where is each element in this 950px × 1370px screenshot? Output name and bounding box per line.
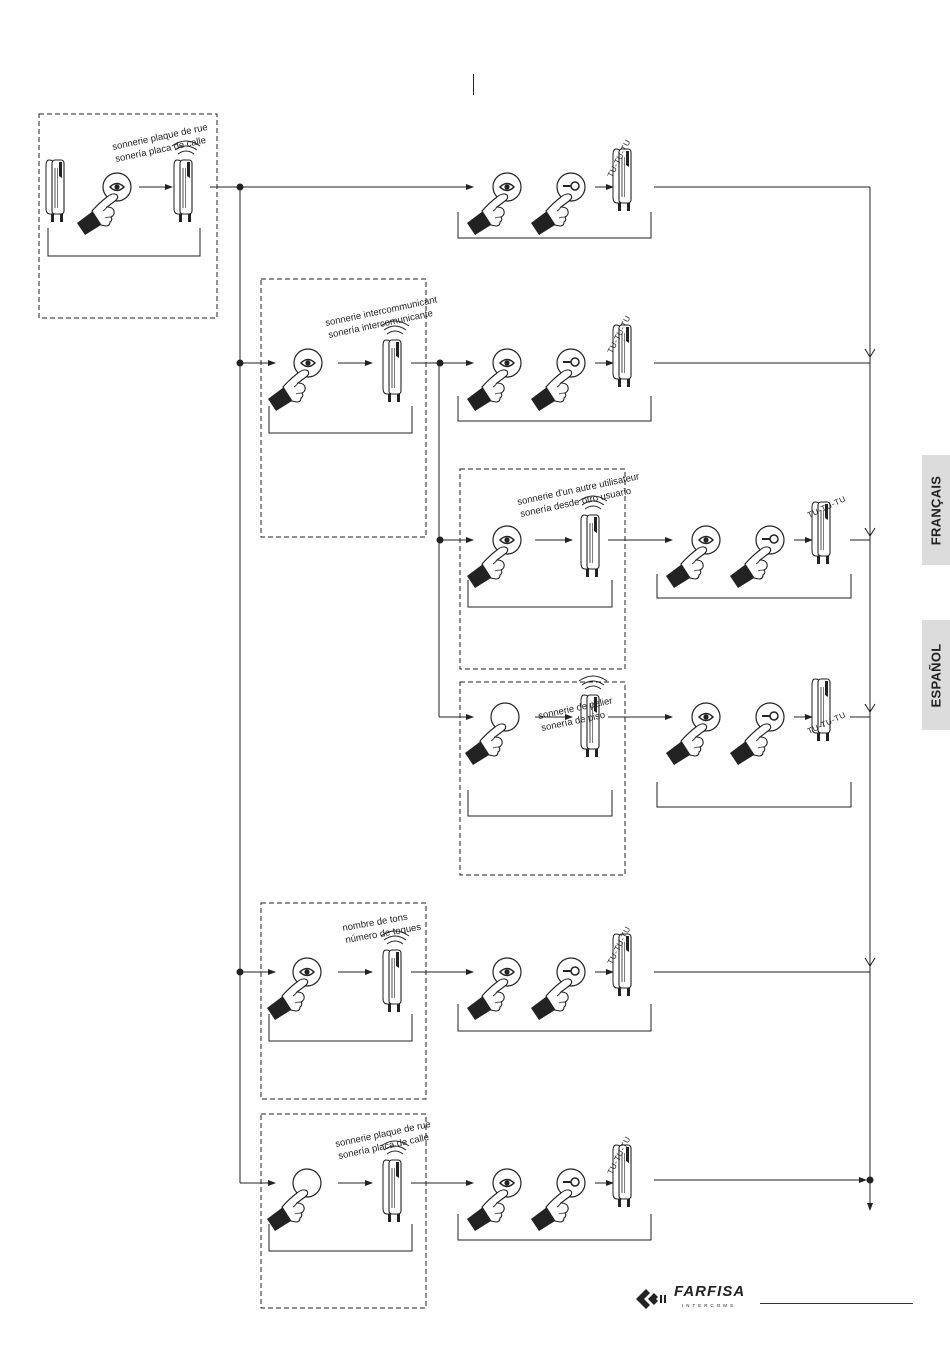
box-intercom-bell: [260, 278, 427, 538]
box-street-bell: [38, 113, 218, 319]
junction-dot: [436, 536, 444, 544]
brand-wordmark: FARFISA INTERCOMS: [674, 1283, 746, 1313]
tab-espanol-label: ESPAÑOL: [928, 643, 944, 707]
junction-dot: [436, 359, 444, 367]
flow-lines: [210, 184, 876, 1211]
junction-dot: [236, 359, 244, 367]
junction-dots: [236, 183, 874, 1184]
step-other-user-bell: [466, 495, 608, 589]
step-landing-bell: [464, 675, 608, 766]
tab-francais-label: FRANÇAIS: [928, 475, 944, 545]
answer-sequence: [666, 679, 830, 765]
page-top-mark: [473, 74, 474, 95]
footer-rule: [760, 1303, 913, 1304]
junction-dot: [866, 1176, 874, 1184]
junction-dot: [236, 183, 244, 191]
box-landing-bell: [459, 681, 626, 876]
box-other-user-bell: [459, 468, 626, 670]
step-street-bell: [45, 140, 201, 236]
answer-sequence: [666, 502, 830, 588]
tab-francais[interactable]: FRANÇAIS: [922, 455, 950, 565]
brand-logo-icon: [636, 1289, 666, 1309]
step-tone-count: [266, 930, 410, 1021]
tab-espanol[interactable]: ESPAÑOL: [922, 620, 950, 730]
junction-dot: [236, 968, 244, 976]
dashed-boxes: [38, 113, 626, 1309]
brand-sub: INTERCOMS: [682, 1303, 736, 1308]
step-intercom-bell: [267, 320, 410, 412]
tone-labels: TU-TU-TU TU-TU-TU TU-TU-TU TU-TU-TU TU-T…: [606, 138, 848, 1176]
answer-sequences: [467, 149, 830, 1231]
answer-sequence: [467, 934, 631, 1020]
answer-sequence: [467, 325, 631, 411]
box-street-bell-2: [260, 1113, 427, 1309]
answer-sequence: [467, 149, 631, 235]
brand-name: FARFISA: [674, 1283, 746, 1300]
step-street-bell-2: [266, 1140, 410, 1232]
brand-logo: FARFISA INTERCOMS: [634, 1283, 746, 1313]
group-brackets: [47, 212, 852, 1252]
answer-sequence: [467, 1145, 631, 1231]
box-tone-count: [260, 902, 427, 1100]
